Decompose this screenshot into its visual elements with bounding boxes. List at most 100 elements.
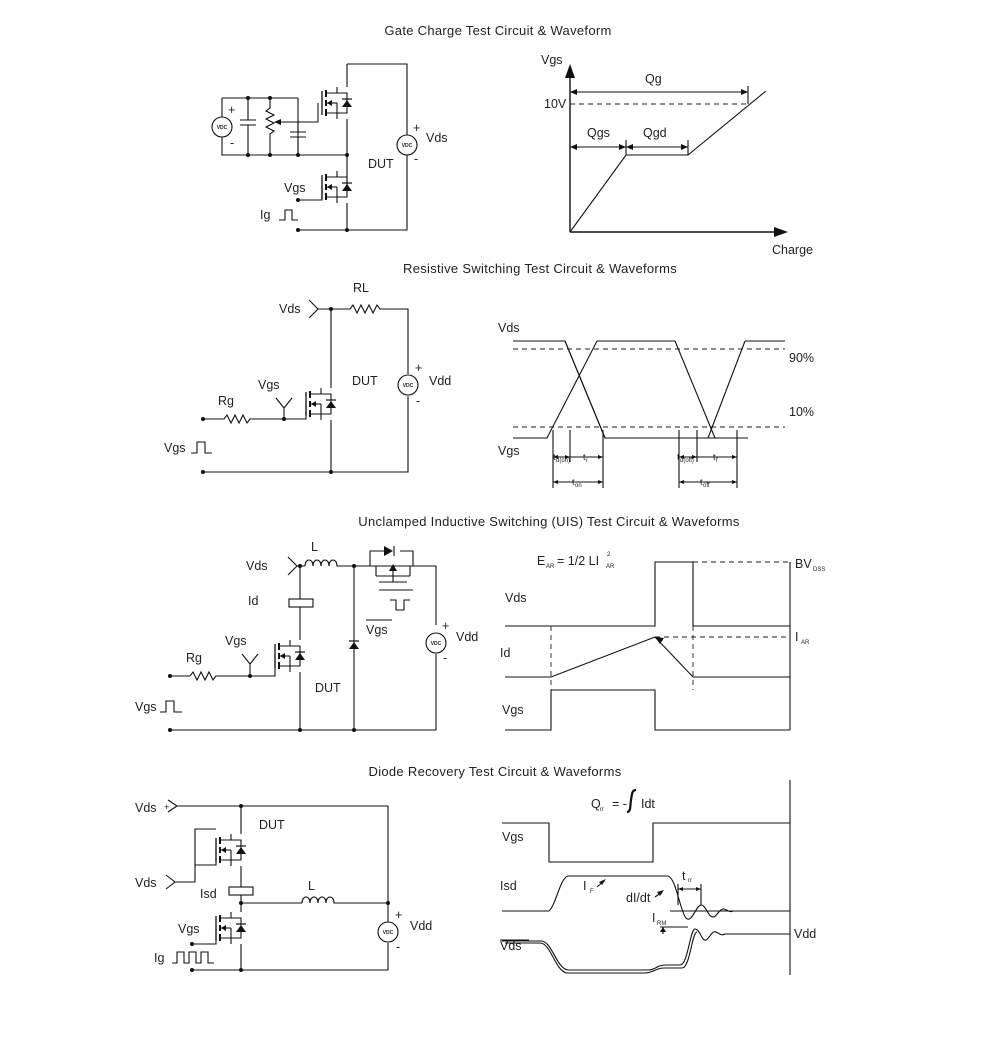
vds-wave-label: Vds xyxy=(498,321,520,335)
ten-percent-label: 10% xyxy=(789,405,814,419)
q-rr-label: Q xyxy=(591,797,601,811)
dut-label: DUT xyxy=(368,157,394,171)
t-rr-label: t xyxy=(682,869,686,883)
isd-wave-label: Isd xyxy=(500,879,517,893)
vdd-label: Vdd xyxy=(456,630,478,644)
vgs-label: Vgs xyxy=(284,181,306,195)
resistive-switching-waveform: Vds Vgs 90% 10% t d(on) xyxy=(498,321,814,489)
id-label: Id xyxy=(248,594,258,608)
rg-label: Rg xyxy=(186,651,202,665)
minus-sign: - xyxy=(414,152,418,166)
gate-charge-top-mosfet-icon xyxy=(322,87,352,119)
wiper-arrow-icon xyxy=(274,119,281,125)
t-label: t xyxy=(583,452,586,462)
plus-sign: + xyxy=(164,802,169,812)
ig-label: Ig xyxy=(154,951,164,965)
diode-recovery-title: Diode Recovery Test Circuit & Waveforms xyxy=(369,764,622,779)
ten-volt-label: 10V xyxy=(544,97,567,111)
minus-sign: - xyxy=(396,940,400,954)
vdc-label: VDC xyxy=(431,641,442,647)
uis-section: Unclamped Inductive Switching (UIS) Test… xyxy=(135,514,825,732)
t-label: t xyxy=(713,452,716,462)
t-label: t xyxy=(677,452,680,462)
charge-axis-label: Charge xyxy=(772,243,813,257)
td-on-subscript: d(on) xyxy=(556,458,570,464)
dut-label: DUT xyxy=(352,374,378,388)
if-label: I xyxy=(583,879,586,893)
e-ar-superscript: 2 xyxy=(607,552,611,558)
vdd-wave-label: Vdd xyxy=(794,927,816,941)
gate-charge-section: Gate Charge Test Circuit & Waveform VDC … xyxy=(211,23,813,257)
di-dt-label: dI/dt xyxy=(626,891,651,905)
uis-title: Unclamped Inductive Switching (UIS) Test… xyxy=(358,514,740,529)
uis-dut-mosfet-icon xyxy=(275,640,305,672)
rg-label: Rg xyxy=(218,394,234,408)
i-ar-label: I xyxy=(795,630,798,644)
ig-pulse-train-icon xyxy=(172,951,214,964)
td-off-subscript: d(off) xyxy=(680,458,694,464)
dut-label: DUT xyxy=(259,818,285,832)
vgs-pulse-label: Vgs xyxy=(135,700,157,714)
t-label: t xyxy=(700,477,703,487)
vds-label: Vds xyxy=(246,559,268,573)
ig-pulse-icon xyxy=(279,209,298,221)
uis-waveform: E AR = 1/2 LI 2 AR BV DSS I AR Vds Id Vg… xyxy=(500,552,825,731)
vds-mid-label: Vds xyxy=(135,876,157,890)
vgs-wave-label: Vgs xyxy=(498,444,520,458)
id-sense-resistor-icon xyxy=(288,598,314,608)
diode-recovery-dut-mosfet-icon xyxy=(216,834,246,866)
qgd-label: Qgd xyxy=(643,126,667,140)
plus-sign: + xyxy=(442,619,449,633)
ninety-percent-label: 90% xyxy=(789,351,814,365)
plus-sign: + xyxy=(415,361,422,375)
vdc-label: VDC xyxy=(217,125,228,131)
clamp-diode-icon xyxy=(384,546,393,556)
l-label: L xyxy=(308,879,315,893)
integral-sign-icon xyxy=(626,788,637,814)
vds-wave-label: Vds xyxy=(505,591,527,605)
rl-label: RL xyxy=(353,281,369,295)
plus-sign: + xyxy=(413,121,420,135)
bv-dss-subscript: DSS xyxy=(813,567,825,573)
diode-recovery-circuit: Vds + DUT Vds Isd L VDC + - Vdd xyxy=(135,799,432,972)
minus-sign: - xyxy=(416,394,420,408)
resistive-dut-mosfet-icon xyxy=(306,388,336,420)
resistive-switching-circuit: Vds RL DUT VDC + - Vdd Rg Vgs Vgs xyxy=(164,281,451,474)
plus-sign: + xyxy=(228,103,235,117)
e-ar-equation-subscript: AR xyxy=(606,564,615,570)
diode-recovery-lower-mosfet-icon xyxy=(216,912,246,944)
qgs-label: Qgs xyxy=(587,126,610,140)
gate-charge-waveform: Vgs Charge 10V Qg Qgs Qgd xyxy=(541,53,813,257)
vgs-pulse-label: Vgs xyxy=(164,441,186,455)
t-label: t xyxy=(553,452,556,462)
vdc-label: VDC xyxy=(383,930,394,936)
e-ar-label: E xyxy=(537,554,545,568)
vgs-bar-label: Vgs xyxy=(366,623,388,637)
e-ar-subscript: AR xyxy=(546,564,555,570)
minus-sign: - xyxy=(230,136,234,150)
isd-sense-resistor-icon xyxy=(228,886,254,896)
vgs-label: Vgs xyxy=(178,922,200,936)
diode-recovery-section: Diode Recovery Test Circuit & Waveforms … xyxy=(135,764,816,975)
vgs-axis-arrow-icon xyxy=(565,64,575,78)
ton-subscript: on xyxy=(575,483,582,489)
toff-subscript: off xyxy=(703,483,710,489)
ig-label: Ig xyxy=(260,208,270,222)
t-rr-subscript: rr xyxy=(688,878,692,884)
isd-label: Isd xyxy=(200,887,217,901)
tf-subscript: f xyxy=(716,458,718,464)
vds-label: Vds xyxy=(426,131,448,145)
bv-dss-label: BV xyxy=(795,557,812,571)
vgs-axis-label: Vgs xyxy=(541,53,563,67)
uis-circuit: Vds L Id Vgs DUT xyxy=(135,540,478,732)
irm-subscript: RM xyxy=(657,921,666,927)
gate-charge-title: Gate Charge Test Circuit & Waveform xyxy=(384,23,611,38)
vgs-pulse-icon xyxy=(160,700,182,713)
irm-label: I xyxy=(652,911,655,925)
if-subscript: F xyxy=(590,889,594,895)
vdd-label: Vdd xyxy=(429,374,451,388)
gate-charge-circuit: VDC + - VDC + - Vds xyxy=(211,63,448,232)
gate-drive-pulse-icon xyxy=(390,599,410,611)
plus-sign: + xyxy=(395,908,402,922)
